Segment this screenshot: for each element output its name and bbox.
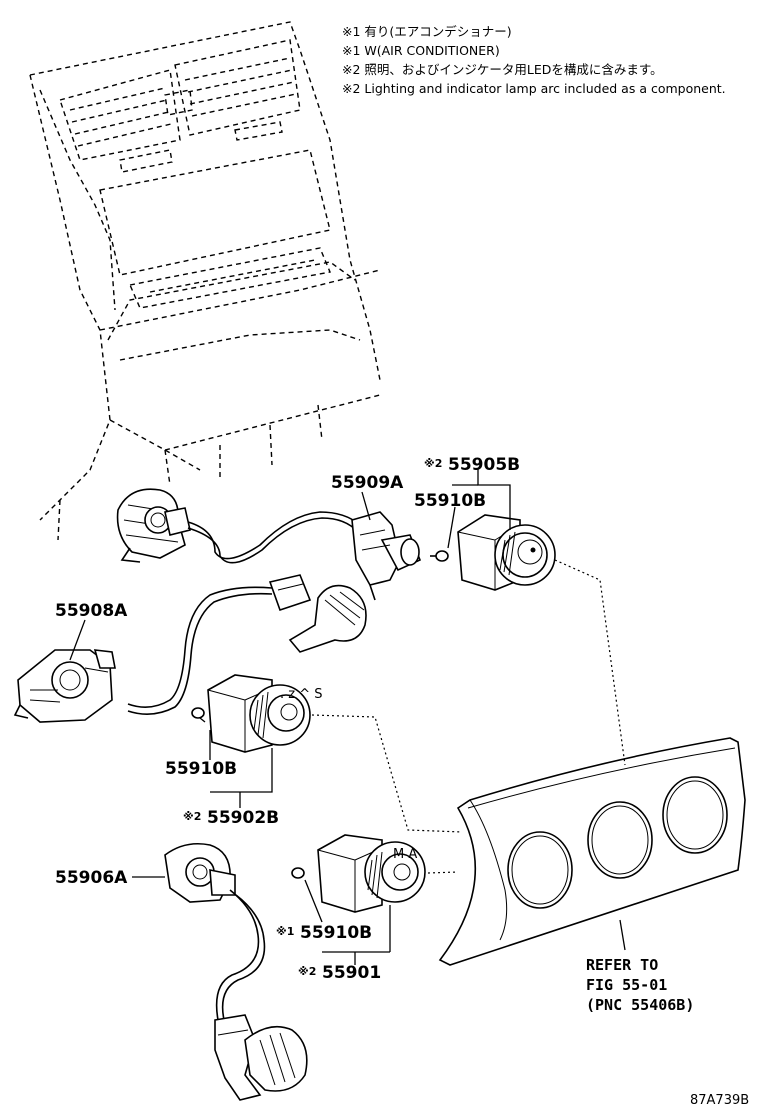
refer-line-3: (PNC 55406B) [586,996,694,1014]
bulb-55910b-low [291,867,305,879]
label-55909a: 55909A [331,473,404,493]
bulb-socket-top-left [116,488,191,563]
notes: ※1 有り(エアコンデショナー) ※1 W(AIR CONDITIONER) ※… [342,24,726,96]
cable-middle [127,586,273,708]
knob-switch-55901: M A [317,834,426,913]
label-55910b-mid: 55910B [165,759,237,779]
label-55910b-low-mark: ※1 [276,925,294,938]
part-labels: ※2 55905B 55909A 55910B 55908A 55910B ※2… [55,455,520,983]
alignment-lines [311,559,626,874]
knob-switch-55905b [457,514,556,591]
label-55910b-top: 55910B [414,491,486,511]
note-2-en: ※2 Lighting and indicator lamp arc inclu… [342,81,726,96]
bulb-socket-bottom [214,1014,308,1101]
label-55901: 55901 [322,963,381,983]
note-1-en: ※1 W(AIR CONDITIONER) [342,43,500,58]
label-55902b: 55902B [207,808,279,828]
bulb-socket-55909a [351,511,422,601]
label-55902b-mark: ※2 [183,810,201,823]
heater-control-panel [438,737,746,966]
dashboard-outline [29,21,381,541]
diagram-code: 87A739B [690,1093,749,1108]
bulb-55910b-mid [191,707,205,719]
svg-text:M A: M A [393,847,417,862]
bulb-socket-55908a [13,649,116,723]
note-1-ja: ※1 有り(エアコンデショナー) [342,24,512,39]
label-55908a: 55908A [55,601,128,621]
knob-switch-55902b: . z ^ S [207,674,323,753]
leader-lines [69,468,626,965]
label-55906a: 55906A [55,868,128,888]
svg-text:. z ^ S: . z ^ S [280,687,323,702]
refer-line-2: FIG 55-01 [586,976,667,994]
note-2-ja: ※2 照明、およびインジケータ用LEDを構成に含みます。 [342,62,663,77]
bulb-55910b-top [430,550,449,562]
bulb-socket-55906a [164,842,236,903]
label-55905b: 55905B [448,455,520,475]
label-55901-mark: ※2 [298,965,316,978]
label-55905b-mark: ※2 [424,457,442,470]
connector-center [268,574,367,653]
cable-lower [215,889,260,1021]
label-55910b-low: 55910B [300,923,372,943]
refer-to-note: REFER TO FIG 55-01 (PNC 55406B) [586,956,694,1014]
refer-line-1: REFER TO [586,956,658,974]
